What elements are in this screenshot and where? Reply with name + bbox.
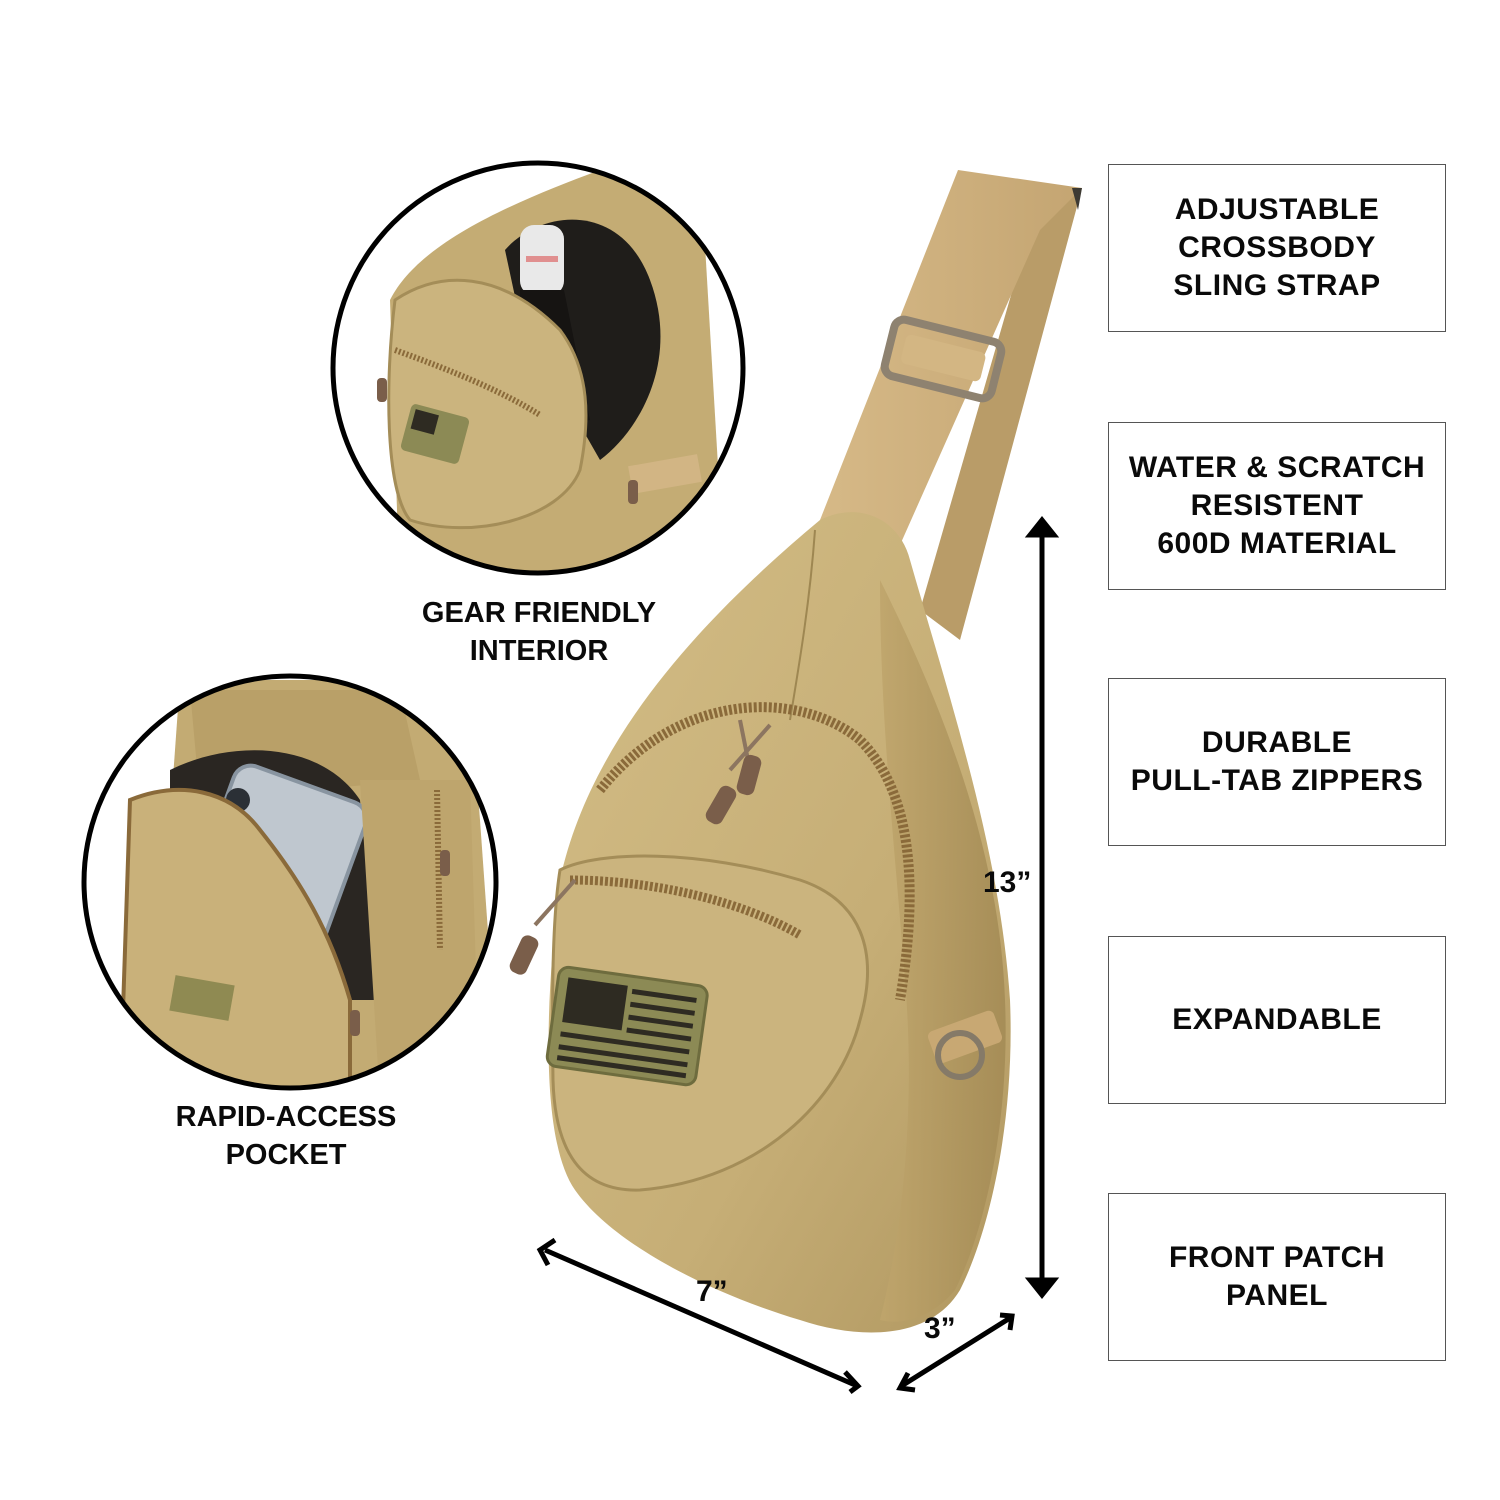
caption-gear-friendly-interior: GEAR FRIENDLY INTERIOR bbox=[380, 594, 698, 670]
caption-line: POCKET bbox=[225, 1139, 347, 1171]
caption-line: INTERIOR bbox=[469, 635, 609, 667]
zipper-pull-3 bbox=[509, 878, 577, 975]
detail-circle-pocket bbox=[81, 673, 499, 1091]
feature-line: CROSSBODY bbox=[1178, 231, 1376, 264]
height-dimension-arrow bbox=[1024, 515, 1060, 1300]
feature-box-water-resistant: WATER & SCRATCH RESISTENT 600D MATERIAL bbox=[1108, 422, 1446, 590]
depth-dimension-arrow bbox=[896, 1312, 1015, 1393]
feature-line: SLING STRAP bbox=[1173, 269, 1381, 302]
height-label: 13” bbox=[983, 866, 1032, 899]
side-d-ring bbox=[927, 1010, 1003, 1080]
feature-line: ADJUSTABLE bbox=[1174, 193, 1380, 226]
feature-line: 600D MATERIAL bbox=[1157, 527, 1397, 560]
width-label: 7” bbox=[696, 1275, 728, 1308]
feature-line: DURABLE bbox=[1201, 726, 1353, 759]
feature-line: WATER & SCRATCH bbox=[1128, 451, 1426, 484]
feature-line: PANEL bbox=[1226, 1279, 1328, 1312]
us-flag-patch bbox=[545, 965, 709, 1087]
strap-buckle bbox=[880, 315, 1006, 403]
feature-box-front-patch-panel: FRONT PATCH PANEL bbox=[1108, 1193, 1446, 1361]
caption-line: RAPID-ACCESS bbox=[175, 1101, 397, 1133]
feature-line: PULL-TAB ZIPPERS bbox=[1130, 764, 1424, 797]
bag-body bbox=[509, 512, 1011, 1333]
depth-label: 3” bbox=[924, 1312, 956, 1345]
feature-line: EXPANDABLE bbox=[1172, 1003, 1382, 1036]
detail-circle-interior bbox=[330, 160, 746, 576]
caption-line: GEAR FRIENDLY bbox=[421, 597, 657, 629]
feature-box-durable-zippers: DURABLE PULL-TAB ZIPPERS bbox=[1108, 678, 1446, 846]
shoulder-strap bbox=[820, 170, 1082, 640]
feature-line: RESISTENT bbox=[1190, 489, 1364, 522]
caption-rapid-access-pocket: RAPID-ACCESS POCKET bbox=[140, 1098, 432, 1174]
width-dimension-arrow bbox=[536, 1237, 862, 1394]
feature-box-adjustable-strap: ADJUSTABLE CROSSBODY SLING STRAP bbox=[1108, 164, 1446, 332]
main-zipper bbox=[596, 702, 915, 1001]
feature-line: FRONT PATCH bbox=[1168, 1241, 1386, 1274]
zipper-pull-2 bbox=[705, 723, 772, 825]
feature-box-expandable: EXPANDABLE bbox=[1108, 936, 1446, 1104]
